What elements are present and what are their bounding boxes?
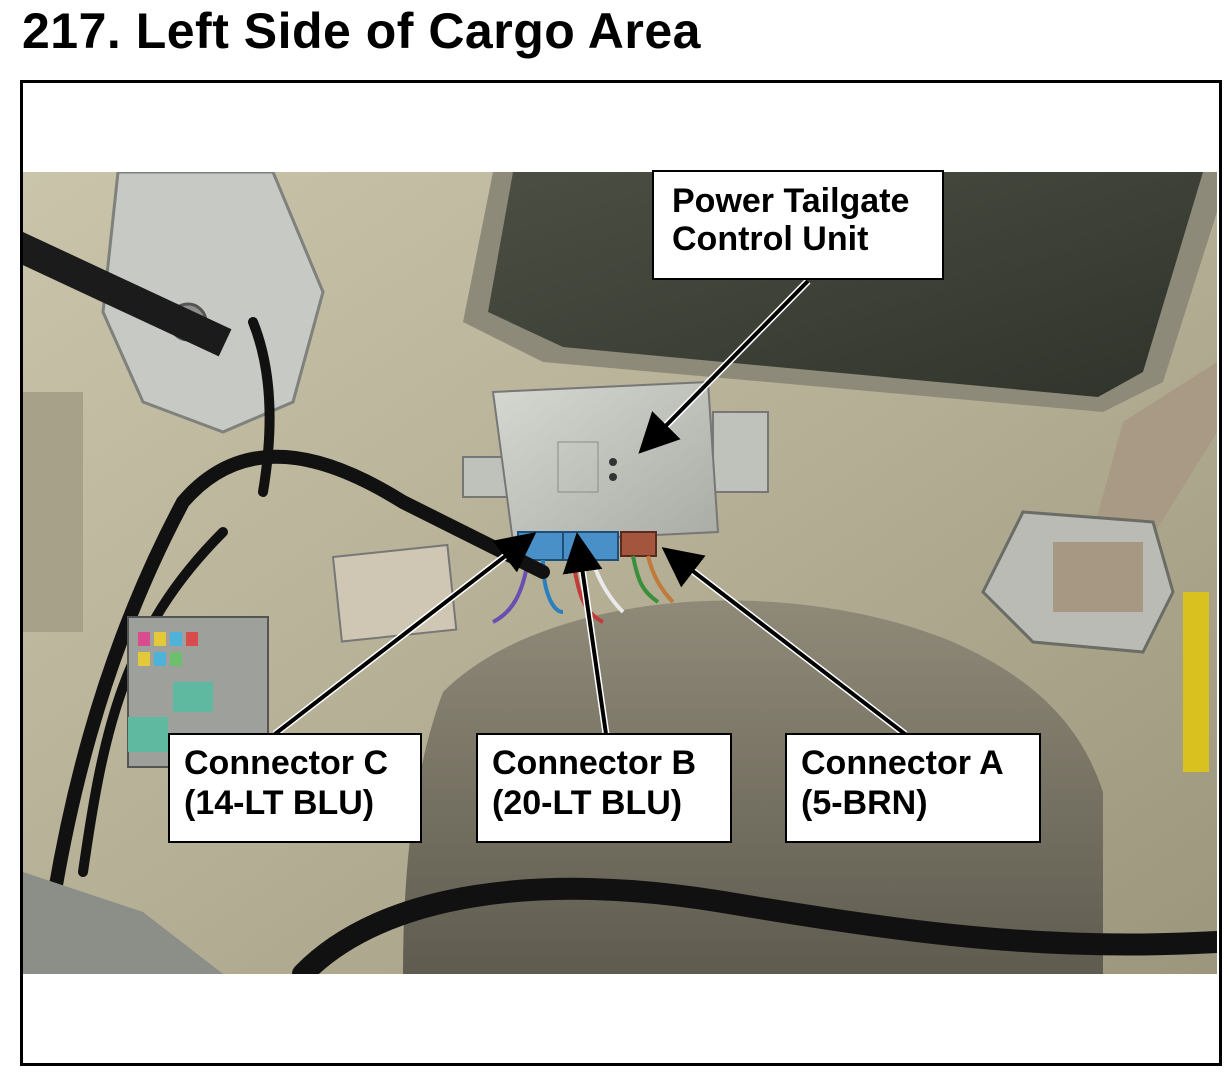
callout-connector-c: Connector C (14-LT BLU) (168, 733, 422, 843)
callout-power-tailgate-control-unit: Power Tailgate Control Unit (652, 170, 944, 280)
callout-line: Connector A (801, 744, 1004, 782)
connector-b-body (562, 531, 619, 561)
callout-line: Power Tailgate (672, 182, 910, 220)
secondary-module (331, 543, 458, 643)
callout-line: (20-LT BLU) (492, 784, 683, 822)
callout-line: (5-BRN) (801, 784, 928, 822)
page-title: 217. Left Side of Cargo Area (22, 3, 701, 59)
callout-line: Control Unit (672, 220, 869, 258)
callout-connector-a: Connector A (5-BRN) (785, 733, 1041, 843)
wiring-harness (36, 317, 1217, 974)
left-trim-edge (23, 392, 83, 632)
seatbelt-buckle (1053, 542, 1143, 612)
callout-line: (14-LT BLU) (184, 784, 375, 822)
floor-trim-rail (23, 872, 223, 974)
cargo-area-photo (23, 172, 1217, 974)
tailgate-strut (23, 232, 232, 357)
yellow-harness-tape (1183, 592, 1209, 772)
callout-connector-b: Connector B (20-LT BLU) (476, 733, 732, 843)
connector-a-body (620, 531, 657, 557)
callout-line: Connector C (184, 744, 388, 782)
seatbelt-webbing (1093, 362, 1217, 552)
callout-line: Connector B (492, 744, 696, 782)
